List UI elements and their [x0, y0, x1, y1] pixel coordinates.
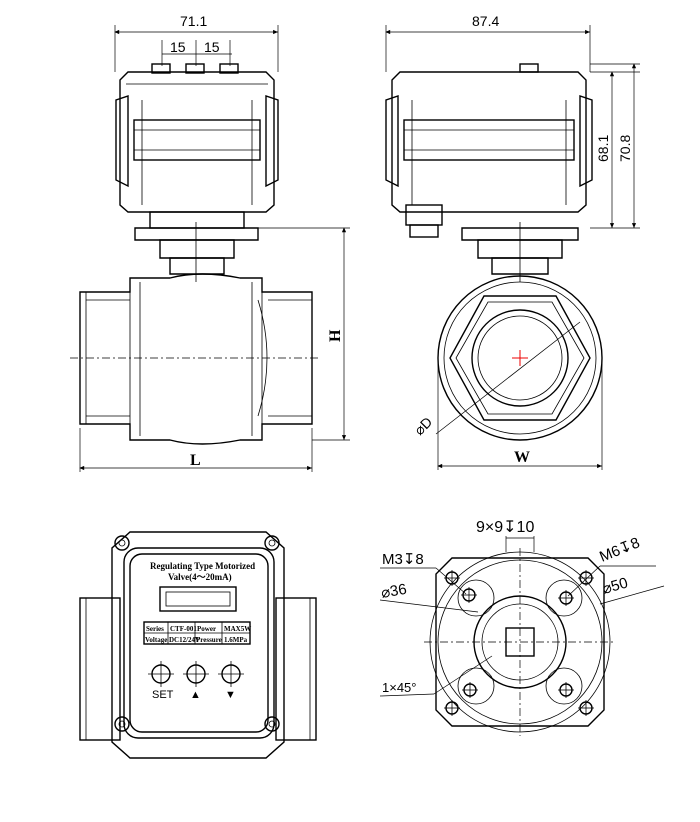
outer-circle-label: ⌀50 [600, 574, 629, 597]
spec-cell-r0c3: MAX5W [224, 625, 251, 633]
panel-title-line1: Regulating Type Motorized [150, 561, 255, 571]
set-label: SET [152, 689, 174, 701]
bore-label: ⌀D [411, 414, 435, 438]
length-label: L [190, 452, 201, 469]
up-button[interactable]: ▲ [183, 661, 209, 701]
mount-hole-bl [462, 682, 478, 698]
flange-top-dim: 9×9↧10 [476, 519, 534, 536]
right-hole-label: M6↧8 [597, 534, 642, 565]
mount-hole-tl [461, 587, 477, 603]
spec-cell-r1c0: Voltage [145, 636, 167, 644]
height-label: H [327, 329, 344, 342]
side-width-dim: 87.4 [472, 13, 499, 29]
inner-circle-label: ⌀36 [380, 581, 408, 602]
front-pitch-left: 15 [170, 39, 186, 55]
down-button[interactable]: ▼ [218, 661, 244, 701]
front-pitch-right: 15 [204, 39, 220, 55]
set-button[interactable]: SET [148, 661, 174, 701]
corner-hole-br [578, 700, 594, 716]
spec-cell-r1c3: 1.6MPa [224, 636, 248, 644]
width-label: W [514, 449, 530, 466]
spec-cell-r0c0: Series [146, 625, 164, 633]
spec-cell-r0c1: CTF-001 [170, 625, 197, 633]
panel-view: Regulating Type Motorized Valve(4～20mA) … [79, 531, 317, 759]
flange-view: 9×9↧10 M3↧8 M6↧8 ⌀ [380, 519, 665, 736]
down-arrow-icon: ▼ [225, 689, 236, 701]
panel-title-line2: Valve(4～20mA) [168, 572, 232, 582]
chamfer-label: 1×45° [382, 680, 416, 695]
mount-hole-br [558, 682, 574, 698]
front-view: 71.1 15 15 [70, 13, 350, 472]
corner-hole-tr [578, 570, 594, 586]
mount-hole-tr [558, 590, 574, 606]
left-hole-label: M3↧8 [382, 551, 424, 568]
side-h1-dim: 68.1 [595, 135, 611, 162]
side-h2-dim: 70.8 [617, 135, 633, 162]
corner-hole-tl [444, 570, 460, 586]
spec-cell-r1c1: DC12/24V [169, 636, 200, 644]
spec-cell-r1c2: Pressure [196, 636, 222, 644]
side-view: 87.4 68.1 70.8 [385, 13, 640, 470]
up-arrow-icon: ▲ [190, 689, 201, 701]
corner-hole-bl [444, 700, 460, 716]
front-width-dim: 71.1 [180, 13, 207, 29]
spec-cell-r0c2: Power [197, 625, 216, 633]
